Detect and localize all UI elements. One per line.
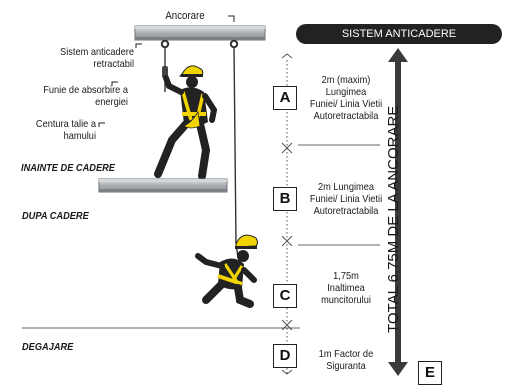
segment-d-line1: 1m Factor de: [318, 348, 374, 360]
long-lifeline: [233, 46, 239, 259]
segment-a-line4: Autoretractabila: [313, 110, 379, 122]
segment-c-line3: muncitorului: [321, 294, 371, 306]
segment-c-letter: C: [273, 284, 297, 308]
segment-a-line3: Funiei/ Linia Vietii: [309, 98, 383, 110]
divider-lines: [22, 144, 380, 329]
segment-b-line1: 2m Lungimea: [318, 181, 374, 193]
retractable-system-label: Sistem anticadere retractabil: [25, 46, 134, 70]
segment-d-letter: D: [273, 344, 297, 368]
anchor-label: Ancorare: [165, 10, 205, 22]
total-height-arrow: [388, 48, 408, 376]
segment-c-description: 1,75m Inaltimea muncitorului: [302, 270, 390, 306]
phase-before-label: INAINTE DE CADERE: [21, 162, 115, 174]
pointer-marks: [98, 15, 235, 127]
segment-b-line3: Autoretractabila: [313, 205, 379, 217]
anchor-points: [160, 39, 239, 49]
segment-a-line2: Lungimea: [325, 86, 367, 98]
segment-b-letter: B: [273, 187, 297, 211]
segment-c-line1: 1,75m: [333, 270, 359, 282]
segment-a-line1: 2m (maxim): [321, 74, 371, 86]
anchor-beam: [134, 25, 266, 41]
absorber-label: Funie de absorbire a energiei: [43, 84, 128, 108]
segment-e-letter: E: [418, 361, 442, 385]
retractable-lifeline: [162, 47, 168, 92]
segment-d-description: 1m Factor de Siguranta: [302, 348, 390, 372]
segment-a-description: 2m (maxim) Lungimea Funiei/ Linia Vietii…: [302, 74, 390, 122]
segment-b-description: 2m Lungimea Funiei/ Linia Vietii Autoret…: [302, 181, 390, 217]
retractable-label-line1: Sistem anticadere: [60, 46, 135, 58]
segment-d-line2: Siguranta: [326, 360, 366, 372]
segment-c-line2: Inaltimea: [327, 282, 365, 294]
phase-clearance-label: DEGAJARE: [22, 341, 74, 353]
worker-after-fall: [195, 234, 258, 308]
harness-label: Centura talie a hamului: [35, 118, 96, 142]
segment-a-letter: A: [273, 86, 297, 110]
platform-beam: [98, 178, 228, 193]
total-height-label: TOTAL 6,75M DE LA ANCORARE: [385, 105, 402, 333]
worker-before-fall: [154, 65, 218, 180]
phase-after-label: DUPA CADERE: [22, 210, 89, 222]
segment-b-line2: Funiei/ Linia Vietii: [309, 193, 383, 205]
retractable-label-line2: retractabil: [93, 58, 134, 70]
system-banner: SISTEM ANTICADERE: [296, 24, 502, 44]
